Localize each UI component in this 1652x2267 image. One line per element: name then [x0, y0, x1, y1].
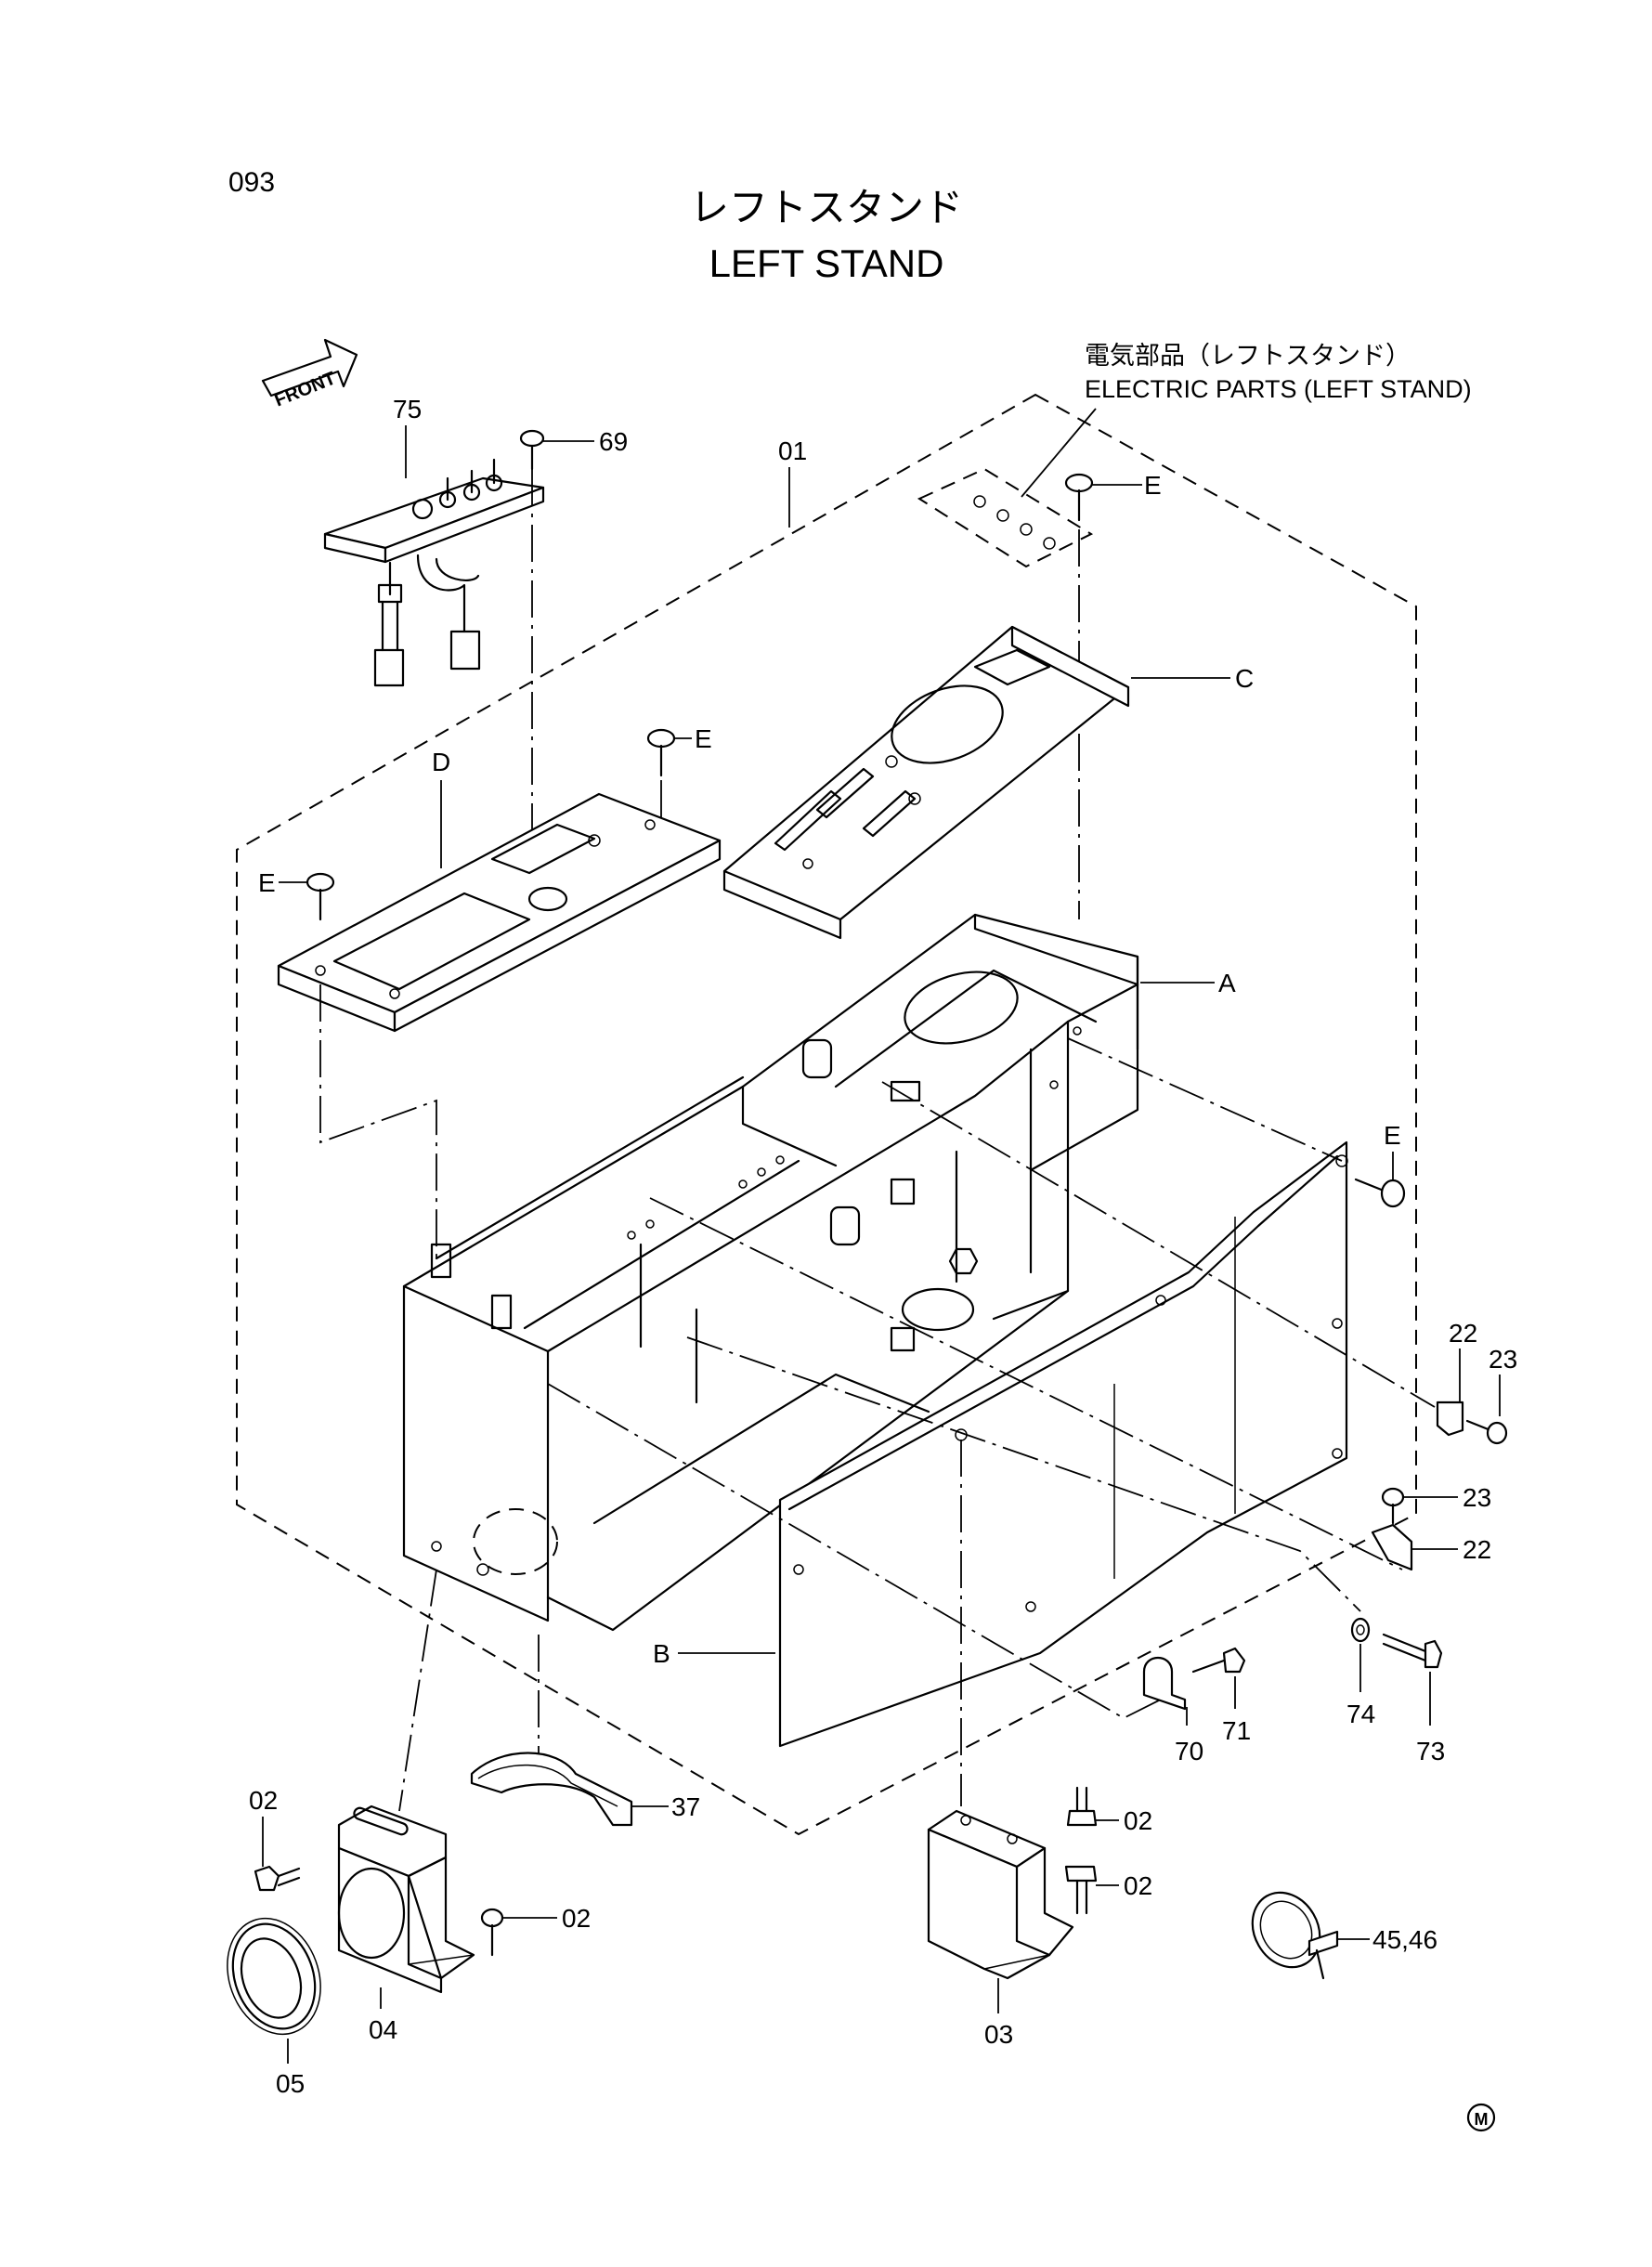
label-23-a: 23: [1489, 1345, 1517, 1374]
label-02-b: 02: [562, 1904, 591, 1933]
part-22-clip-a: [1436, 1401, 1464, 1437]
label-70: 70: [1175, 1737, 1203, 1765]
bolt-e-right: [1354, 1178, 1406, 1208]
part-02-bolt-c: [1066, 1786, 1098, 1827]
part-04-bracket: [337, 1804, 475, 1994]
part-37-seal: [470, 1752, 633, 1827]
title-english: LEFT STAND: [709, 241, 944, 285]
part-05-seal: [227, 1917, 321, 2036]
part-03-bracket: [927, 1809, 1074, 1980]
label-e-4: E: [1384, 1121, 1401, 1150]
part-23-screw-b: [1381, 1487, 1405, 1525]
label-01: 01: [778, 436, 807, 465]
label-74: 74: [1346, 1700, 1375, 1728]
part-c-upper-cover: [722, 625, 1130, 940]
part-75-electric-panel: [323, 458, 545, 687]
bolt-e-middle: [646, 728, 676, 777]
label-b: B: [653, 1639, 670, 1668]
part-73-bolt: [1382, 1633, 1443, 1669]
label-03: 03: [984, 2020, 1013, 2049]
label-71: 71: [1222, 1716, 1251, 1745]
part-22-clip-b: [1371, 1523, 1413, 1571]
label-a: A: [1218, 969, 1236, 997]
title-japanese: レフトスタンド: [690, 185, 963, 230]
part-69-screw: [519, 429, 545, 471]
electric-cover-plate: [917, 467, 1094, 568]
label-73: 73: [1416, 1737, 1445, 1765]
label-02-a: 02: [249, 1786, 278, 1815]
label-04: 04: [369, 2015, 397, 2044]
part-23-screw-a: [1465, 1419, 1508, 1445]
label-75: 75: [393, 395, 422, 423]
bolt-e-left: [306, 872, 335, 921]
label-05: 05: [276, 2069, 305, 2098]
assembly-boundary-01: [236, 393, 1417, 1836]
part-70-clamp: [1142, 1657, 1187, 1711]
label-d: D: [432, 748, 450, 776]
part-71-bolt: [1191, 1647, 1246, 1674]
part-02-bolt-b: [480, 1908, 504, 1957]
label-22-a: 22: [1449, 1319, 1477, 1348]
label-e-2: E: [695, 724, 712, 753]
label-45-46: 45,46: [1372, 1925, 1437, 1954]
label-23-b: 23: [1463, 1483, 1491, 1512]
part-02-bolt-d: [1064, 1865, 1098, 1915]
label-69: 69: [599, 427, 628, 456]
electric-parts-jp: 電気部品（レフトスタンド）: [1085, 342, 1411, 371]
page-number: 093: [228, 167, 275, 198]
label-e-3: E: [258, 868, 276, 897]
mark-letter: M: [1475, 2110, 1489, 2129]
label-e-1: E: [1144, 471, 1162, 500]
part-d-top-plate: [277, 792, 722, 1033]
part-a-stand-body: [402, 913, 1139, 1632]
label-22-b: 22: [1463, 1535, 1491, 1564]
manufacturer-mark-icon: M: [1466, 2103, 1496, 2132]
part-02-bolt-a: [254, 1865, 301, 1892]
electric-parts-en: ELECTRIC PARTS (LEFT STAND): [1085, 375, 1472, 403]
bolt-e-top: [1064, 473, 1094, 522]
part-b-side-panel: [778, 1140, 1348, 1748]
part-45-46-hose-band: [1251, 1891, 1339, 1980]
label-c: C: [1235, 664, 1254, 693]
label-02-d: 02: [1124, 1871, 1152, 1900]
front-arrow-icon: FRONT: [261, 338, 358, 411]
part-74-washer: [1350, 1617, 1371, 1643]
label-37: 37: [671, 1792, 700, 1821]
label-02-c: 02: [1124, 1806, 1152, 1835]
